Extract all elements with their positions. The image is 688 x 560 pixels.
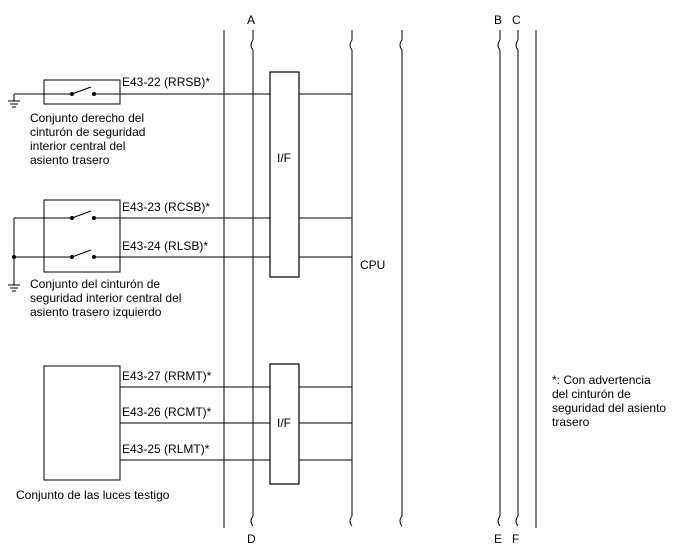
bus-left: A D	[223, 13, 256, 546]
bus-label-c: C	[512, 13, 521, 27]
bus-label-a: A	[247, 13, 255, 27]
left-belt-switches	[8, 199, 121, 292]
bus-label-d: D	[247, 532, 256, 546]
footnote: *: Con advertencia del cinturón de segur…	[552, 373, 669, 429]
if-bottom-block: I/F	[269, 363, 300, 485]
right-belt-label: Conjunto derecho del cinturón de segurid…	[30, 111, 149, 167]
left-belt-label: Conjunto del cinturón de seguridad inter…	[30, 277, 185, 319]
pin-label-rlsb: E43-24 (RLSB)*	[122, 239, 208, 253]
cpu-label: CPU	[360, 258, 385, 272]
pin-label-rcsb: E43-23 (RCSB)*	[122, 200, 210, 214]
if-bottom-label: I/F	[277, 416, 291, 430]
warning-lamps-box	[43, 365, 121, 481]
pin-label-rrsb: E43-22 (RRSB)*	[122, 75, 210, 89]
bus-right: B C E F	[494, 13, 537, 546]
pin-label-rcmt: E43-26 (RCMT)*	[122, 405, 212, 419]
cpu-block: CPU	[349, 30, 403, 527]
right-belt-switch	[8, 79, 121, 108]
if-top-block: I/F	[269, 71, 300, 278]
pin-label-rrmt: E43-27 (RRMT)*	[122, 369, 212, 383]
warning-lamps-label: Conjunto de las luces testigo	[16, 488, 170, 502]
if-top-label: I/F	[277, 151, 291, 165]
signal-wires	[120, 93, 352, 461]
bus-label-f: F	[512, 532, 519, 546]
bus-label-e: E	[494, 532, 502, 546]
pin-label-rlmt: E43-25 (RLMT)*	[122, 442, 210, 456]
bus-label-b: B	[494, 13, 502, 27]
